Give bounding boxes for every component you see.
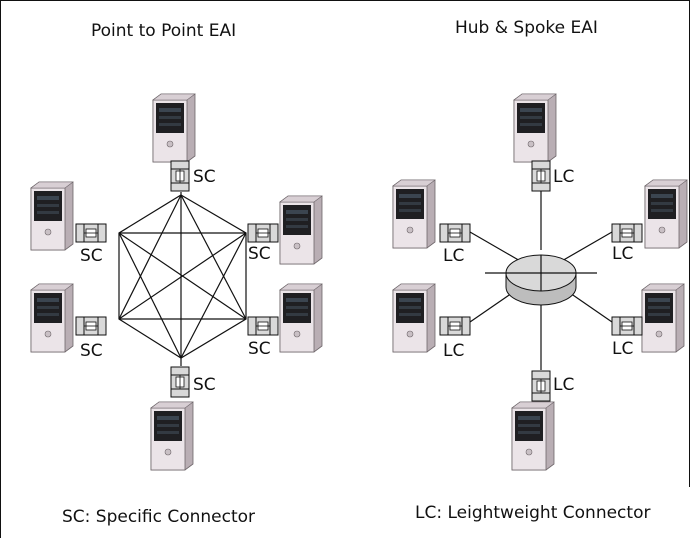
computer-icon-lower-right xyxy=(279,283,323,353)
left-panel-caption: SC: Specific Connector xyxy=(62,507,256,527)
connector-icon-lower-left xyxy=(439,316,471,336)
connector-label: LC xyxy=(443,246,464,266)
connector-icon-top xyxy=(531,160,551,192)
connector-icon-top xyxy=(170,160,190,192)
connector-icon-bottom xyxy=(170,366,190,398)
connector-icon-bottom xyxy=(531,370,551,402)
connector-label: LC xyxy=(553,375,574,395)
computer-icon-lower-left xyxy=(30,283,74,353)
connector-icon-lower-right xyxy=(611,316,643,336)
connector-label: LC xyxy=(553,167,574,187)
connector-icon-lower-right xyxy=(247,316,279,336)
connector-label: SC xyxy=(248,244,271,264)
computer-icon-top xyxy=(513,93,557,163)
connector-label: SC xyxy=(248,339,271,359)
computer-icon-upper-left xyxy=(392,179,436,249)
left-panel-title: Point to Point EAI xyxy=(91,21,237,41)
connector-label: LC xyxy=(612,244,633,264)
connector-icon-upper-left xyxy=(75,223,107,243)
connector-label: SC xyxy=(193,375,216,395)
right-panel-caption: LC: Leightweight Connector xyxy=(415,503,651,523)
computer-icon-bottom xyxy=(150,401,194,471)
mesh-lines xyxy=(118,192,247,366)
connector-icon-upper-left xyxy=(439,223,471,243)
right-panel-title: Hub & Spoke EAI xyxy=(455,18,598,38)
connector-label: SC xyxy=(80,246,103,266)
computer-icon-bottom xyxy=(511,401,555,471)
connector-label: SC xyxy=(80,341,103,361)
computer-icon-upper-right xyxy=(279,195,323,265)
connector-icon-lower-left xyxy=(75,316,107,336)
computer-icon-lower-left xyxy=(392,283,436,353)
connector-label: LC xyxy=(443,341,464,361)
computer-icon-lower-right xyxy=(641,283,685,353)
connector-label: SC xyxy=(193,167,216,187)
connector-icon-upper-right xyxy=(247,223,279,243)
connector-label: LC xyxy=(612,339,633,359)
computer-icon-top xyxy=(152,93,196,163)
computer-icon-upper-left xyxy=(30,181,74,251)
connector-icon-upper-right xyxy=(611,223,643,243)
computer-icon-upper-right xyxy=(644,179,688,249)
